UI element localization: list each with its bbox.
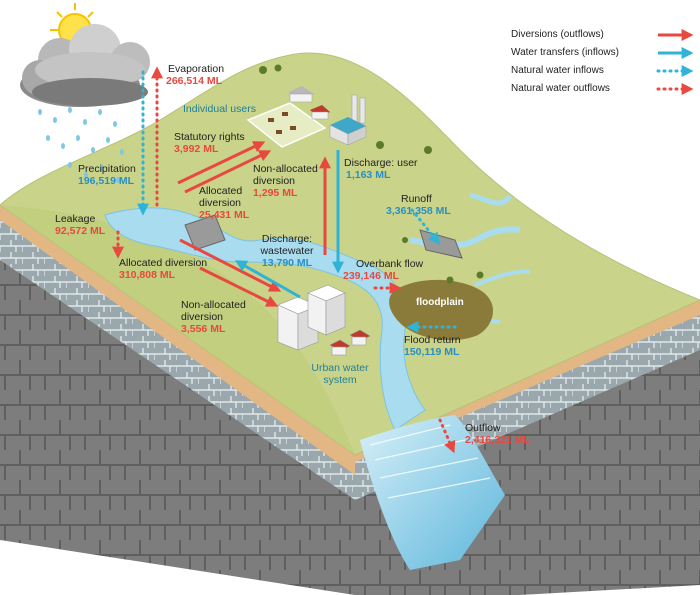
leakage-label: Leakage <box>55 213 96 225</box>
allocated-upper-label-2: diversion <box>199 197 242 209</box>
farmhouses <box>288 86 330 120</box>
legend-swatches <box>656 29 694 95</box>
non-allocated-upper-label-1: Non-allocated <box>253 163 318 175</box>
allocated-upper-label-1: Allocated <box>199 185 243 197</box>
rain-cloud-icon <box>20 24 150 107</box>
urban-water-system-label-2: system <box>323 374 357 386</box>
statutory-rights-value: 3,992 ML <box>174 143 219 155</box>
natural-inflow-arrows <box>137 70 457 333</box>
flood-return-label: Flood return <box>404 334 461 346</box>
diversion-arrows <box>177 141 331 307</box>
discharge-user-value: 1,163 ML <box>346 169 391 181</box>
runoff-label: Runoff <box>401 193 432 205</box>
evaporation-value: 266,514 ML <box>166 75 223 87</box>
overbank-flow-value: 239,146 ML <box>343 270 400 282</box>
arrow-discharge-wastewater <box>234 260 301 299</box>
outflow-label: Outflow <box>465 422 501 434</box>
trees <box>259 64 484 284</box>
non-allocated-upper-label-2: diversion <box>253 175 296 187</box>
raindrops <box>38 107 124 183</box>
industrial-plant <box>329 94 367 146</box>
non-allocated-lower-value: 3,556 ML <box>181 323 226 335</box>
legend-natural-inflows: Natural water inflows <box>511 65 604 76</box>
evaporation-label: Evaporation <box>168 63 225 75</box>
non-allocated-upper-value: 1,295 ML <box>253 187 298 199</box>
land-surface <box>0 52 700 456</box>
outflow-waterfall <box>360 415 505 570</box>
arrow-allocated-diversion-lower <box>179 238 282 292</box>
leakage-value: 92,572 ML <box>55 225 106 237</box>
dam-upper <box>184 214 226 251</box>
allocated-upper-value: 25,431 ML <box>199 209 250 221</box>
precipitation-value: 196,519 ML <box>78 175 135 187</box>
discharge-user-label: Discharge: user <box>344 157 418 169</box>
overbank-flow-label: Overbank flow <box>356 258 424 270</box>
allocated-lower-label: Allocated diversion <box>119 257 208 269</box>
arrow-non-allocated-lower <box>199 266 279 307</box>
statutory-rights-label: Statutory rights <box>174 131 245 143</box>
discharge-wastewater-label-1: Discharge: <box>261 233 313 245</box>
urban-buildings <box>277 284 371 356</box>
arrow-runoff <box>410 208 441 245</box>
legend-natural-outflows: Natural water outflows <box>511 83 610 94</box>
arrow-outflow <box>438 418 456 454</box>
non-allocated-lower-label-1: Non-allocated <box>181 299 246 311</box>
transfer-arrows <box>234 150 344 299</box>
cattle <box>268 112 296 134</box>
flood-return-value: 150,119 ML <box>404 346 460 358</box>
arrow-statutory-rights <box>177 141 266 185</box>
paddock <box>246 102 327 148</box>
legend-diversions: Diversions (outflows) <box>511 29 604 40</box>
floodplain-label: floodplain <box>416 297 464 308</box>
non-allocated-lower-label-2: diversion <box>181 311 224 323</box>
natural-outflow-arrows <box>112 66 456 454</box>
discharge-wastewater-label-2: wastewater <box>260 245 314 257</box>
allocated-lower-value: 310,808 ML <box>119 269 176 281</box>
individual-users-label: Individual users <box>183 103 256 115</box>
outflow-value: 2,416,321 ML <box>465 434 530 446</box>
discharge-wastewater-value: 13,790 ML <box>261 257 313 269</box>
precipitation-label: Precipitation <box>78 163 136 175</box>
runoff-value: 3,361,358 ML <box>386 205 451 217</box>
urban-water-system-label-1: Urban water <box>311 362 369 374</box>
arrow-allocated-diversion-upper <box>184 150 272 194</box>
legend-transfers: Water transfers (inflows) <box>511 47 619 58</box>
